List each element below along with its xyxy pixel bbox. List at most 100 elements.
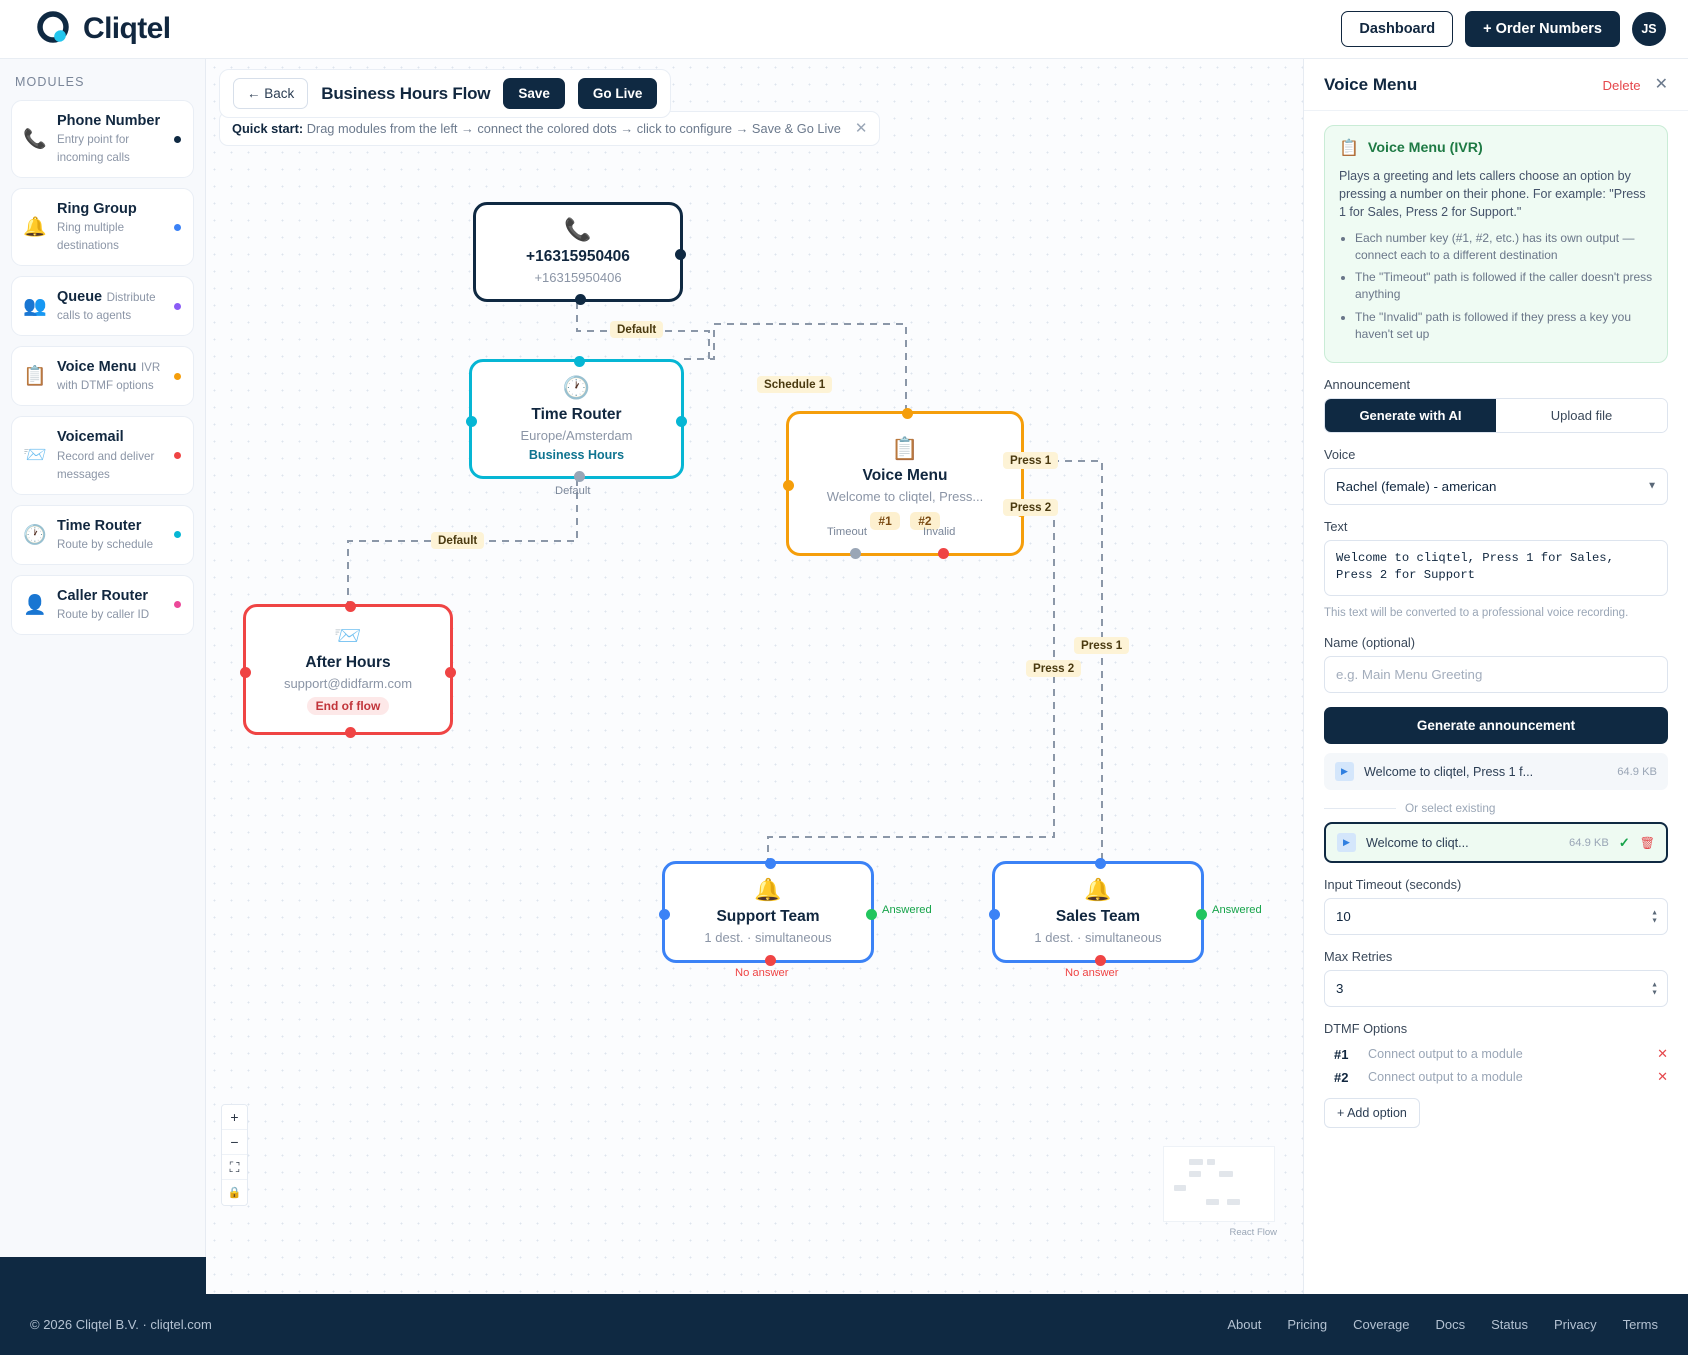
node-time-router[interactable]: 🕐 Time Router Europe/Amsterdam Business … [466, 356, 687, 482]
node-handle-left[interactable] [466, 416, 477, 427]
minimap-node [1174, 1185, 1186, 1191]
selected-audio-row[interactable]: ▶ Welcome to cliqt... 64.9 KB ✓ 🗑 [1324, 822, 1668, 864]
bell-icon: 🔔 [1084, 877, 1112, 902]
dtmf-option-row[interactable]: #1 Connect output to a module ✕ [1324, 1043, 1668, 1066]
max-retries-field[interactable] [1324, 970, 1668, 1008]
sidebar-item-time-router[interactable]: 🕐 Time Router Route by schedule [11, 504, 194, 565]
dtmf-chip-1[interactable]: #1 [870, 511, 900, 530]
footer-link-pricing[interactable]: Pricing [1287, 1317, 1328, 1332]
minimap-node [1207, 1159, 1215, 1165]
dtmf-option-row[interactable]: #2 Connect output to a module ✕ [1324, 1066, 1668, 1089]
brand-logo[interactable]: Cliqtel [22, 10, 171, 48]
node-handle-top[interactable] [765, 858, 776, 869]
node-handle-invalid[interactable] [938, 548, 949, 559]
minimap[interactable] [1163, 1146, 1275, 1222]
audio-file-name: Welcome to cliqtel, Press 1 f... [1364, 764, 1534, 779]
play-icon[interactable]: ▶ [1337, 833, 1356, 853]
cliqtel-q-logo-icon [36, 10, 74, 48]
lock-icon[interactable]: 🔒 [222, 1180, 247, 1205]
footer-link-docs[interactable]: Docs [1435, 1317, 1466, 1332]
node-handle-left[interactable] [659, 909, 670, 920]
minimap-node [1227, 1199, 1240, 1205]
footer-link-privacy[interactable]: Privacy [1553, 1317, 1597, 1332]
voice-select[interactable]: Rachel (female) - american [1324, 467, 1668, 505]
stepper-icon[interactable]: ▲▼ [1651, 909, 1658, 925]
node-handle-left[interactable] [783, 480, 794, 491]
avatar[interactable]: JS [1632, 12, 1666, 46]
save-button[interactable]: Save [503, 78, 565, 109]
remove-dtmf-icon[interactable]: ✕ [1657, 1069, 1668, 1085]
play-icon[interactable]: ▶ [1335, 762, 1354, 782]
node-support-team[interactable]: 🔔 Support Team 1 dest. · simultaneous [659, 858, 877, 966]
port-label-invalid: Invalid [923, 526, 956, 538]
minimap-node [1219, 1171, 1233, 1177]
trash-icon[interactable]: 🗑 [1639, 835, 1655, 850]
fit-view-icon[interactable]: ⛶ [222, 1155, 247, 1180]
order-numbers-button[interactable]: + Order Numbers [1465, 11, 1620, 47]
dtmf-chip-2[interactable]: #2 [910, 511, 940, 530]
clock-icon: 🕐 [562, 374, 591, 400]
properties-panel: Voice Menu Delete ✕ 📋 Voice Menu (IVR) P… [1303, 59, 1688, 1294]
node-handle-bottom[interactable] [345, 727, 356, 738]
remove-dtmf-icon[interactable]: ✕ [1657, 1046, 1668, 1062]
node-handle-answered[interactable] [866, 909, 877, 920]
close-icon[interactable]: ✕ [1654, 76, 1668, 93]
sidebar-item-voice-menu[interactable]: 📋 Voice Menu IVR with DTMF options [11, 346, 194, 407]
close-icon[interactable]: ✕ [854, 120, 868, 137]
sidebar-item-desc: Ring multiple destinations [57, 221, 125, 253]
footer-link-about[interactable]: About [1227, 1317, 1262, 1332]
footer-link-status[interactable]: Status [1491, 1317, 1528, 1332]
generated-audio-row[interactable]: ▶ Welcome to cliqtel, Press 1 f... 64.9 … [1324, 753, 1668, 791]
node-subtitle: support@didfarm.com [283, 675, 413, 691]
generate-announcement-button[interactable]: Generate announcement [1324, 707, 1668, 745]
node-handle-right[interactable] [675, 249, 686, 260]
node-handle-bottom[interactable] [575, 294, 586, 305]
node-sales-team[interactable]: 🔔 Sales Team 1 dest. · simultaneous [989, 858, 1207, 966]
node-handle-top[interactable] [345, 601, 356, 612]
node-handle-top[interactable] [574, 356, 585, 367]
node-handle-no-answer[interactable] [1095, 955, 1106, 966]
node-handle-bottom[interactable] [574, 471, 585, 482]
node-handle-right[interactable] [445, 667, 456, 678]
node-handle-left[interactable] [240, 667, 251, 678]
input-timeout-field[interactable] [1324, 898, 1668, 936]
sidebar-item-queue[interactable]: 👥 Queue Distribute calls to agents [11, 276, 194, 337]
sidebar-item-caller-router[interactable]: 👤 Caller Router Route by caller ID [11, 574, 194, 635]
module-color-dot [174, 531, 181, 539]
announcement-text-input[interactable]: Welcome to cliqtel, Press 1 for Sales, P… [1324, 539, 1668, 596]
sidebar-item-phone-number[interactable]: 📞 Phone Number Entry point for incoming … [11, 100, 194, 179]
node-handle-answered[interactable] [1196, 909, 1207, 920]
envelope-icon: 📨 [23, 445, 47, 467]
node-handle-top[interactable] [1095, 858, 1106, 869]
add-option-button[interactable]: + Add option [1324, 1098, 1420, 1129]
announcement-label: Announcement [1324, 376, 1411, 392]
go-live-button[interactable]: Go Live [577, 78, 658, 109]
zoom-in-icon[interactable]: + [222, 1105, 247, 1130]
edge-label-press-2-b: Press 2 [1026, 660, 1082, 677]
edge-label-press-1-a: Press 1 [1003, 452, 1059, 469]
name-input[interactable] [1324, 656, 1668, 694]
bell-icon: 🔔 [754, 877, 782, 902]
footer-link-terms[interactable]: Terms [1622, 1317, 1658, 1332]
footer-link-coverage[interactable]: Coverage [1353, 1317, 1410, 1332]
node-after-hours[interactable]: 📨 After Hours support@didfarm.com End of… [240, 601, 456, 738]
node-handle-timeout[interactable] [850, 548, 861, 559]
tab-upload-file[interactable]: Upload file [1496, 398, 1667, 432]
back-button[interactable]: ← Back [233, 78, 309, 109]
node-voice-menu[interactable]: 📋 Voice Menu Welcome to cliqtel, Press..… [783, 408, 1027, 559]
sidebar-item-ring-group[interactable]: 🔔 Ring Group Ring multiple destinations [11, 188, 194, 267]
tab-generate-with-ai[interactable]: Generate with AI [1325, 398, 1496, 432]
node-handle-right[interactable] [676, 416, 687, 427]
delete-button[interactable]: Delete [1602, 77, 1641, 93]
node-phone-number[interactable]: 📞 +16315950406 +16315950406 [473, 202, 686, 305]
node-handle-no-answer[interactable] [765, 955, 776, 966]
sidebar-item-voicemail[interactable]: 📨 Voicemail Record and deliver messages [11, 416, 194, 495]
node-handle-left[interactable] [989, 909, 1000, 920]
dashboard-button[interactable]: Dashboard [1341, 11, 1454, 47]
module-color-dot [174, 372, 181, 380]
zoom-out-icon[interactable]: − [222, 1130, 247, 1155]
react-flow-attribution: React Flow [1229, 1227, 1277, 1238]
stepper-icon[interactable]: ▲▼ [1651, 981, 1658, 997]
node-handle-top[interactable] [902, 408, 913, 419]
flow-canvas[interactable]: ← Back Business Hours Flow Save Go Live … [206, 59, 1303, 1294]
